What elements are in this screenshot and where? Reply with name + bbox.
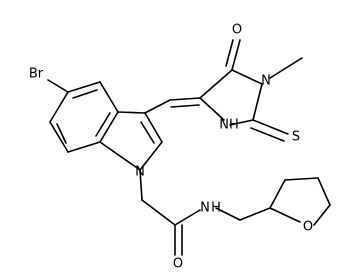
bond-ring-f	[49, 91, 69, 123]
bond-ring-e-inner	[56, 123, 67, 144]
bond-n-methyl	[269, 57, 303, 79]
atom-h-amide: H	[211, 201, 221, 216]
atom-o-amide: O	[173, 257, 183, 272]
atom-o-carbonyl: O	[232, 23, 242, 38]
bond-c5-o-inner	[225, 39, 234, 67]
bond-ring-a	[67, 81, 101, 93]
bond-ring-b	[99, 81, 119, 113]
bond-ch-c4-inner	[170, 104, 200, 108]
bond-c3a-c3	[117, 111, 146, 114]
bond-br-c5	[47, 79, 69, 93]
bond-n-c2	[252, 83, 263, 121]
bond-ring-d	[67, 141, 101, 153]
bond-c4-c5	[199, 69, 233, 99]
atom-o-thf: O	[303, 220, 313, 235]
bond-co-nh	[174, 209, 201, 226]
bond-ring-a-inner	[72, 89, 98, 99]
atom-n-methyl: N	[261, 74, 271, 89]
bond-c2-s	[252, 119, 289, 135]
bond-ch2-ch	[239, 207, 271, 221]
bond-thf-e	[269, 207, 301, 223]
bond-ring-c-inner	[95, 112, 111, 137]
bond-ring-c	[99, 111, 119, 143]
bond-ring-e	[49, 121, 69, 153]
bond-c3-c2	[144, 112, 163, 143]
bonds	[47, 39, 331, 256]
bond-nh-ch2	[215, 207, 241, 221]
atom-nh-ring: NH	[219, 118, 239, 133]
bond-c3-ch	[144, 99, 171, 114]
bond-c5-n	[231, 69, 263, 85]
bond-thf-c	[317, 177, 331, 206]
atom-s-thione: S	[292, 130, 300, 145]
bond-thf-b	[284, 177, 319, 181]
bond-c5-o	[231, 39, 241, 71]
bond-thf-a	[269, 179, 286, 209]
bond-ch-c4	[169, 97, 201, 101]
atom-labels: Br O N NH S N O N H O	[29, 23, 313, 272]
atom-br: Br	[29, 67, 44, 82]
bond-n1-ch2	[139, 169, 143, 201]
atom-n-amide: N	[200, 201, 210, 216]
bond-c3-c2-inner	[140, 121, 155, 144]
bond-n1-c7a	[99, 141, 141, 171]
bond-c2-nh	[229, 119, 254, 126]
atom-n-indole: N	[135, 165, 145, 180]
bond-thf-d	[313, 204, 331, 226]
bond-nh-c4	[199, 97, 225, 121]
bond-ch2-co	[141, 199, 176, 226]
bond-c2-n1	[139, 141, 163, 171]
bond-c2-s-inner	[250, 127, 285, 142]
